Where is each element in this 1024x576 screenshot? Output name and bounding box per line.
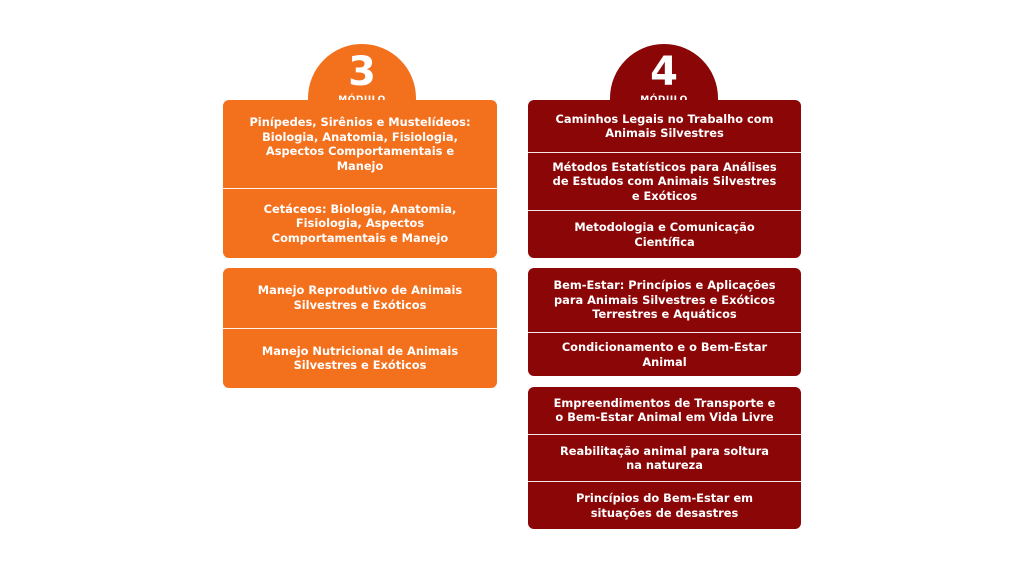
- topic-item: Bem-Estar: Princípios e Aplicações para …: [553, 278, 776, 322]
- topic-item: Cetáceos: Biologia, Anatomia, Fisiologia…: [223, 188, 497, 258]
- topic-item: Métodos Estatísticos para Análises de Es…: [528, 152, 801, 210]
- topic-item: Pinípedes, Sirênios e Mustelídeos: Biolo…: [249, 115, 471, 173]
- module-3-card-2: Manejo Reprodutivo de Animais Silvestres…: [223, 268, 497, 388]
- topic-item: Manejo Reprodutivo de Animais Silvestres…: [257, 283, 463, 312]
- topic-item: Condicionamento e o Bem-Estar Animal: [528, 332, 801, 376]
- module-number: 4: [650, 49, 678, 95]
- topic-item: Manejo Nutricional de Animais Silvestres…: [223, 327, 497, 389]
- topic-item: Metodologia e Comunicação Científica: [528, 210, 801, 258]
- module-number: 3: [348, 49, 376, 95]
- topic-item: Empreendimentos de Transporte e o Bem-Es…: [553, 395, 776, 425]
- module-3-card-1: Pinípedes, Sirênios e Mustelídeos: Biolo…: [223, 100, 497, 258]
- module-4-card-2: Bem-Estar: Princípios e Aplicações para …: [528, 268, 801, 376]
- module-4-card-1: Caminhos Legais no Trabalho com Animais …: [528, 100, 801, 258]
- topic-item: Princípios do Bem-Estar em situações de …: [528, 481, 801, 529]
- topic-item: Reabilitação animal para soltura na natu…: [528, 433, 801, 482]
- topic-item: Caminhos Legais no Trabalho com Animais …: [555, 111, 774, 141]
- module-4-card-3: Empreendimentos de Transporte e o Bem-Es…: [528, 387, 801, 529]
